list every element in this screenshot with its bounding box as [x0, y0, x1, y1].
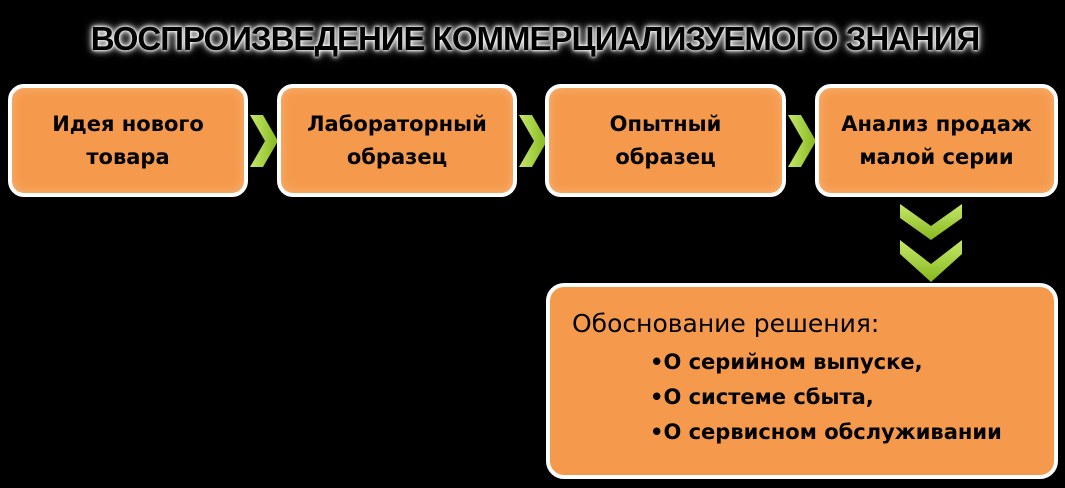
step-sales-analysis: Анализ продаж малой серии: [815, 84, 1058, 197]
decision-item: О системе сбыта,: [650, 380, 1002, 415]
step-lab-sample-line1: Лабораторный: [307, 111, 487, 136]
step-lab-sample-line2: образец: [346, 144, 448, 169]
double-chevron-down-icon: [900, 204, 962, 282]
step-pilot-sample-line1: Опытный: [609, 111, 722, 136]
decision-box: Обоснование решения: О серийном выпуске,…: [546, 283, 1058, 479]
diagram-title: ВОСПРОИЗВЕДЕНИЕ КОММЕРЦИАЛИЗУЕМОГО ЗНАНИ…: [90, 20, 981, 57]
step-sales-analysis-line1: Анализ продаж: [841, 111, 1032, 136]
chevron-right-icon: [788, 115, 816, 167]
step-sales-analysis-line2: малой серии: [859, 144, 1014, 169]
chevron-right-icon: [250, 115, 278, 167]
step-pilot-sample-line2: образец: [615, 144, 716, 169]
step-idea-line2: товара: [86, 144, 170, 169]
step-pilot-sample: Опытный образец: [545, 84, 786, 197]
chevron-right-icon: [519, 115, 547, 167]
decision-title: Обоснование решения:: [572, 309, 880, 338]
step-idea-line1: Идея нового: [52, 111, 204, 136]
step-lab-sample: Лабораторный образец: [277, 84, 517, 197]
step-idea: Идея нового товара: [8, 84, 248, 197]
decision-list: О серийном выпуске, О системе сбыта, О с…: [650, 345, 1002, 450]
decision-item: О сервисном обслуживании: [650, 415, 1001, 450]
decision-item: О серийном выпуске,: [650, 345, 1002, 380]
